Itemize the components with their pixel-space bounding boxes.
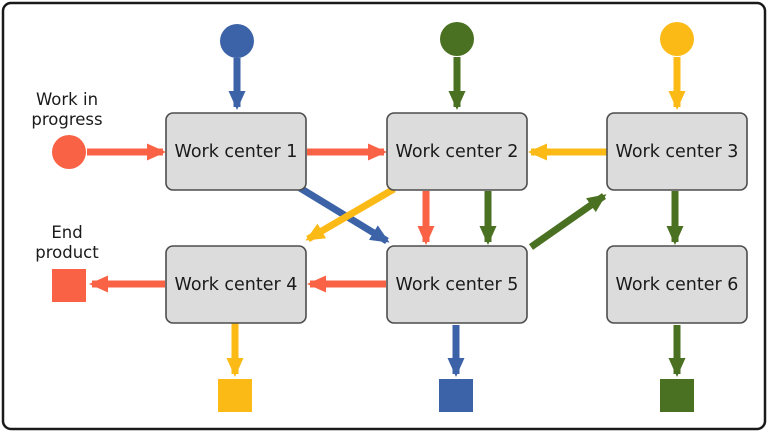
work-center-2-box	[386, 112, 528, 191]
arrow-wc5-to-wc3	[528, 193, 607, 250]
work-center-4-node: Work center 4	[165, 245, 307, 324]
work-center-5-label: Work center 5	[396, 275, 519, 295]
work-in-progress-label-line1: Work in	[36, 90, 98, 109]
yellow-sink-square-icon	[218, 379, 252, 412]
work-center-2-label: Work center 2	[396, 142, 519, 162]
work-center-3-box	[606, 112, 748, 191]
end-product-label-line2: product	[35, 243, 99, 262]
yellow-source-circle-icon	[660, 22, 694, 56]
work-center-2-node: Work center 2	[386, 112, 528, 191]
work-in-progress-circle-icon	[52, 135, 86, 169]
flow-arrows	[87, 57, 686, 377]
green-sink-square-icon	[660, 379, 694, 412]
work-center-5-node: Work center 5	[386, 245, 528, 324]
work-center-6-label: Work center 6	[616, 275, 739, 295]
work-center-4-label: Work center 4	[175, 275, 298, 295]
work-center-1-box	[165, 112, 307, 191]
work-center-1-label: Work center 1	[175, 142, 298, 162]
arrow-wc2-to-wc4	[305, 185, 396, 243]
green-source-circle-icon	[440, 22, 474, 56]
blue-source-circle-icon	[220, 24, 254, 58]
work-in-progress-label-line2: progress	[31, 110, 102, 129]
end-product-square-icon	[52, 269, 86, 302]
work-center-6-box	[606, 245, 748, 324]
work-center-3-node: Work center 3	[606, 112, 748, 191]
material-markers	[52, 22, 694, 412]
side-labels: Work in progress End product	[31, 90, 102, 262]
blue-sink-square-icon	[439, 379, 473, 412]
work-center-nodes: Work center 1 Work center 2 Work center …	[165, 112, 748, 324]
work-center-3-label: Work center 3	[616, 142, 739, 162]
work-center-1-node: Work center 1	[165, 112, 307, 191]
work-center-4-box	[165, 245, 307, 324]
work-center-5-box	[386, 245, 528, 324]
end-product-label-line1: End	[51, 223, 82, 242]
work-center-6-node: Work center 6	[606, 245, 748, 324]
